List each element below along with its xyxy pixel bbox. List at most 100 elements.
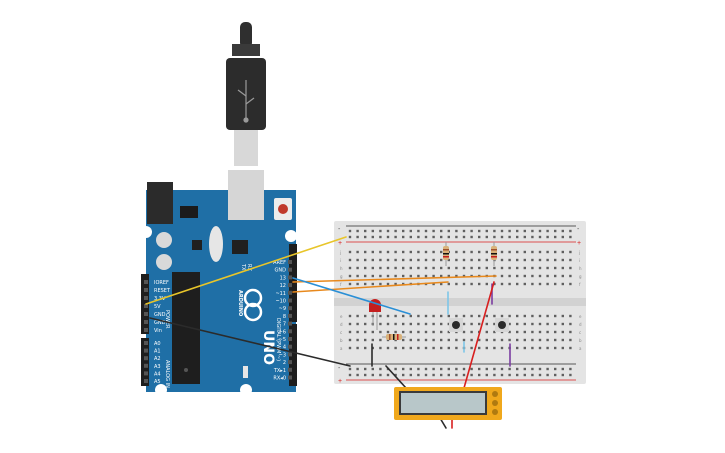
breadboard-hole[interactable] (546, 282, 549, 286)
breadboard-hole[interactable] (500, 258, 504, 262)
rail-hole[interactable] (371, 235, 374, 239)
breadboard-hole[interactable] (455, 274, 458, 278)
breadboard-hole[interactable] (470, 322, 473, 326)
breadboard-hole[interactable] (447, 314, 450, 318)
pushbutton[interactable] (449, 318, 463, 332)
breadboard-hole[interactable] (485, 338, 488, 342)
wire-black[interactable] (385, 365, 407, 389)
breadboard-hole[interactable] (554, 282, 557, 286)
breadboard-hole[interactable] (424, 266, 428, 270)
header-pin[interactable] (288, 321, 292, 326)
breadboard-hole[interactable] (432, 346, 435, 350)
breadboard-hole[interactable] (455, 314, 458, 318)
rail-hole[interactable] (485, 229, 488, 233)
breadboard-hole[interactable] (440, 330, 443, 334)
breadboard-hole[interactable] (546, 314, 549, 318)
breadboard-hole[interactable] (531, 282, 534, 286)
breadboard-hole[interactable] (531, 338, 534, 342)
breadboard-hole[interactable] (500, 250, 504, 254)
breadboard-hole[interactable] (440, 258, 443, 262)
header-pin[interactable] (144, 379, 148, 383)
header-pin[interactable] (144, 320, 148, 324)
rail-hole[interactable] (470, 235, 473, 239)
breadboard-hole[interactable] (546, 250, 549, 254)
rail-hole[interactable] (538, 229, 542, 233)
rail-hole[interactable] (462, 367, 466, 371)
breadboard-hole[interactable] (470, 330, 473, 334)
rail-hole[interactable] (424, 235, 428, 239)
breadboard-hole[interactable] (386, 330, 390, 334)
header-pin[interactable] (144, 296, 148, 300)
rail-hole[interactable] (516, 367, 519, 371)
breadboard-hole[interactable] (561, 322, 564, 326)
breadboard-hole[interactable] (455, 250, 458, 254)
breadboard-hole[interactable] (432, 250, 435, 254)
breadboard-hole[interactable] (546, 346, 549, 350)
breadboard-hole[interactable] (394, 274, 397, 278)
breadboard-hole[interactable] (364, 338, 367, 342)
rail-hole[interactable] (402, 229, 405, 233)
breadboard-hole[interactable] (447, 322, 450, 326)
rail-hole[interactable] (470, 367, 473, 371)
breadboard-hole[interactable] (417, 274, 420, 278)
breadboard-hole[interactable] (402, 346, 405, 350)
breadboard-hole[interactable] (417, 330, 420, 334)
rail-hole[interactable] (516, 229, 519, 233)
rail-hole[interactable] (478, 235, 481, 239)
breadboard-hole[interactable] (364, 274, 367, 278)
lcd-pin[interactable] (492, 409, 498, 415)
breadboard-hole[interactable] (516, 330, 519, 334)
breadboard-hole[interactable] (546, 338, 549, 342)
breadboard-hole[interactable] (538, 330, 542, 334)
rail-hole[interactable] (348, 229, 352, 233)
breadboard-hole[interactable] (402, 274, 405, 278)
breadboard-hole[interactable] (523, 346, 526, 350)
header-pin[interactable] (288, 313, 292, 318)
breadboard-hole[interactable] (478, 258, 481, 262)
rail-hole[interactable] (417, 367, 420, 371)
breadboard-hole[interactable] (348, 250, 352, 254)
rail-hole[interactable] (561, 229, 564, 233)
breadboard-hole[interactable] (440, 346, 443, 350)
pushbutton[interactable] (495, 318, 509, 332)
breadboard-hole[interactable] (500, 274, 504, 278)
rail-hole[interactable] (356, 373, 359, 377)
breadboard-hole[interactable] (432, 322, 435, 326)
header-pin[interactable] (288, 360, 292, 365)
reset-button-cap[interactable] (278, 204, 288, 214)
breadboard-hole[interactable] (364, 346, 367, 350)
breadboard-hole[interactable] (356, 330, 359, 334)
breadboard-hole[interactable] (508, 338, 511, 342)
pushbutton-cap[interactable] (498, 321, 506, 329)
rail-hole[interactable] (493, 235, 496, 239)
breadboard-hole[interactable] (478, 322, 481, 326)
breadboard-hole[interactable] (493, 282, 496, 286)
breadboard-hole[interactable] (538, 314, 542, 318)
breadboard-hole[interactable] (424, 258, 428, 262)
arduino-board[interactable]: UNO ARDUINO DIGITAL (PWM ~) POWER ANALOG… (140, 170, 297, 396)
rail-hole[interactable] (417, 229, 420, 233)
rail-hole[interactable] (447, 229, 450, 233)
rail-hole[interactable] (386, 235, 390, 239)
breadboard-hole[interactable] (417, 314, 420, 318)
breadboard-hole[interactable] (409, 274, 412, 278)
wire-orange[interactable] (292, 275, 497, 283)
rail-hole[interactable] (447, 235, 450, 239)
breadboard-hole[interactable] (409, 258, 412, 262)
rail-hole[interactable] (523, 367, 526, 371)
rail-hole[interactable] (531, 373, 534, 377)
breadboard-hole[interactable] (470, 258, 473, 262)
breadboard-hole[interactable] (440, 250, 443, 254)
breadboard-hole[interactable] (508, 330, 511, 334)
breadboard-hole[interactable] (516, 266, 519, 270)
breadboard-hole[interactable] (417, 266, 420, 270)
breadboard-hole[interactable] (379, 322, 382, 326)
rail-hole[interactable] (485, 373, 488, 377)
rail-hole[interactable] (546, 367, 549, 371)
breadboard-hole[interactable] (516, 346, 519, 350)
breadboard-hole[interactable] (516, 338, 519, 342)
header-pin[interactable] (144, 371, 148, 376)
rail-hole[interactable] (455, 367, 458, 371)
breadboard-hole[interactable] (356, 346, 359, 350)
